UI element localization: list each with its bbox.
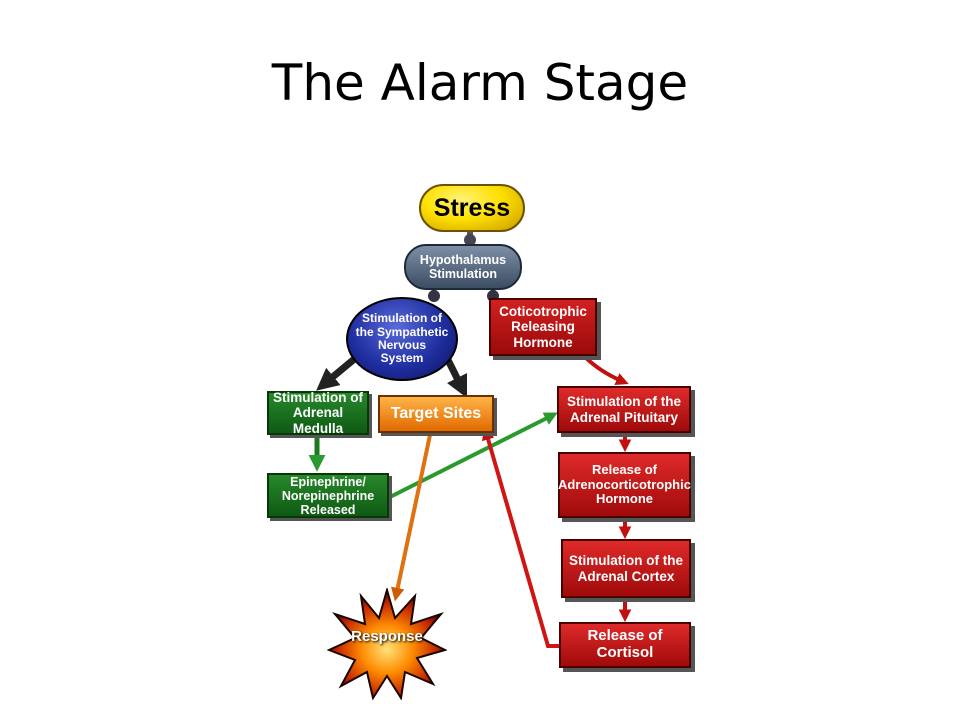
crh-node: Coticotrophic Releasing Hormone [489, 298, 597, 356]
adrenal-medulla-node: Stimulation of Adrenal Medulla [267, 390, 369, 436]
epinephrine-label: Epinephrine/ Norepinephrine Released [281, 474, 375, 517]
adrenal-cortex-label: Stimulation of the Adrenal Cortex [569, 553, 683, 584]
arrow-cortisol-to-target [481, 427, 559, 648]
sympathetic-label: Stimulation of the Sympathetic Nervous S… [355, 311, 449, 366]
hypothalamus-label: Hypothalamus Stimulation [419, 253, 507, 281]
acth-label: Release of Adrenocorticotrophic Hormone [558, 462, 691, 507]
response-label: Response [351, 628, 423, 645]
stress-node: Stress [419, 184, 525, 232]
adrenal-pituitary-node: Stimulation of the Adrenal Pituitary [557, 386, 691, 433]
cortisol-label: Release of Cortisol [587, 627, 663, 661]
arrow-sns-to-medulla [316, 353, 361, 391]
arrow-epi-to-pituitary [389, 412, 558, 499]
crh-label: Coticotrophic Releasing Hormone [499, 304, 587, 350]
target-sites-label: Target Sites [390, 405, 482, 423]
sympathetic-node: Stimulation of the Sympathetic Nervous S… [346, 297, 458, 381]
arrow-sns-to-target [443, 356, 468, 399]
stress-connector [464, 231, 476, 246]
response-node: Response [326, 586, 448, 701]
hypothalamus-node: Hypothalamus Stimulation [404, 244, 522, 290]
acth-node: Release of Adrenocorticotrophic Hormone [558, 452, 691, 518]
adrenal-pituitary-label: Stimulation of the Adrenal Pituitary [567, 394, 681, 425]
adrenal-medulla-label: Stimulation of Adrenal Medulla [273, 390, 363, 436]
arrow-target-to-response [391, 434, 432, 602]
explosion-icon [326, 586, 448, 701]
arrow-crh-to-pituitary [582, 354, 629, 385]
cortisol-node: Release of Cortisol [559, 622, 691, 668]
slide-title: The Alarm Stage [271, 54, 689, 112]
stress-label: Stress [433, 194, 511, 222]
adrenal-cortex-node: Stimulation of the Adrenal Cortex [561, 539, 691, 598]
target-sites-node: Target Sites [378, 395, 494, 433]
epinephrine-node: Epinephrine/ Norepinephrine Released [267, 473, 389, 518]
